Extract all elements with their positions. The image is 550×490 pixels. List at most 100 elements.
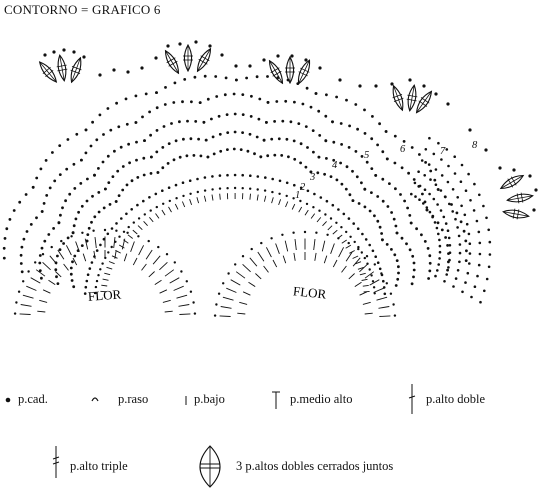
chain-stitch <box>425 208 429 212</box>
chain-stitch <box>373 214 376 218</box>
chain-stitch <box>68 192 72 196</box>
chain-stitch <box>347 217 351 220</box>
chain-stitch <box>436 221 440 225</box>
chain-stitch <box>233 173 237 177</box>
chain-stitch <box>214 75 218 78</box>
chain-stitch <box>127 142 130 146</box>
legend-slip-stitch-label: p.raso <box>118 392 149 406</box>
chain-stitch <box>498 166 502 170</box>
chain-stitch <box>262 138 266 142</box>
chain-stitch <box>224 76 228 80</box>
chain-stitch <box>452 285 455 288</box>
stitch-mark <box>338 247 345 258</box>
chain-stitch <box>403 199 406 203</box>
cluster-stitch <box>268 59 284 85</box>
chain-stitch <box>370 167 374 171</box>
cluster-stitch <box>506 192 534 204</box>
chain-stitch <box>324 213 327 216</box>
chain-stitch <box>456 226 459 229</box>
chain-stitch <box>293 157 297 161</box>
chain-stitch <box>335 95 338 99</box>
stitch-mark <box>148 271 155 278</box>
chain-stitch <box>194 40 198 44</box>
chain-stitch <box>318 134 322 137</box>
chain-stitch <box>485 277 489 281</box>
chain-stitch <box>407 171 410 175</box>
chain-stitch <box>94 285 98 289</box>
chain-stitch <box>385 282 388 285</box>
stitch-mark <box>176 294 188 299</box>
chain-stitch <box>438 244 442 248</box>
chain-stitch <box>143 213 146 216</box>
chain-stitch <box>466 271 470 275</box>
chain-stitch <box>418 198 421 201</box>
stitch-mark <box>121 238 126 250</box>
chain-stitch <box>348 124 351 128</box>
stitch-mark <box>249 257 258 267</box>
chain-stitch <box>186 119 189 123</box>
chain-stitch <box>143 139 146 143</box>
chain-stitch <box>439 209 443 212</box>
stitch-mark <box>348 273 355 280</box>
chain-stitch <box>464 189 468 192</box>
chain-stitch <box>211 188 214 191</box>
chain-stitch <box>381 199 385 203</box>
stitch-mark <box>26 285 37 291</box>
chain-stitch <box>354 103 358 106</box>
chain-stitch <box>220 53 224 57</box>
chain-stitch <box>478 252 482 256</box>
chain-stitch <box>446 180 450 184</box>
stitch-mark <box>42 261 51 271</box>
cluster-stitch <box>406 84 418 112</box>
chain-stitch <box>180 270 183 273</box>
chain-stitch <box>357 202 361 205</box>
chain-stitch <box>436 188 440 191</box>
stitch-mark <box>106 266 113 270</box>
chain-stitch <box>241 173 244 177</box>
chain-stitch <box>126 231 129 234</box>
cluster-stitch <box>164 49 180 75</box>
chain-stitch <box>18 200 22 204</box>
chain-stitch <box>141 115 144 119</box>
chain-stitch <box>335 178 339 182</box>
chain-stitch <box>442 215 446 219</box>
chain-stitch <box>389 292 393 295</box>
chain-stitch <box>465 249 468 253</box>
chain-stitch <box>325 157 328 160</box>
chain-stitch <box>357 247 360 251</box>
stitch-mark <box>294 239 297 251</box>
chain-stitch <box>292 139 296 143</box>
chain-stitch <box>39 167 43 171</box>
chain-stitch <box>453 155 457 158</box>
chain-stitch <box>155 205 158 209</box>
stitch-mark <box>321 240 326 252</box>
stitch-mark <box>257 251 265 262</box>
chain-stitch <box>150 155 153 159</box>
chain-stitch <box>182 137 185 141</box>
chain-stitch <box>428 136 431 140</box>
chain-stitch <box>219 149 223 153</box>
stitch-mark <box>379 315 391 317</box>
stitch-mark <box>282 255 287 264</box>
stitch-mark <box>345 244 352 249</box>
chain-stitch <box>293 100 296 104</box>
chain-stitch <box>106 232 110 236</box>
chain-stitch <box>249 187 252 190</box>
chain-stitch <box>206 155 210 159</box>
legend-symbols <box>5 384 416 488</box>
chain-stitch <box>414 195 417 198</box>
chain-stitch <box>319 196 323 199</box>
chain-stitch <box>448 258 451 262</box>
cluster-stitch <box>392 84 404 112</box>
chain-stitch <box>34 261 37 264</box>
chain-stitch <box>396 277 400 281</box>
stitch-mark <box>256 194 259 201</box>
chain-stitch <box>378 267 382 271</box>
stitch-mark <box>118 244 125 249</box>
chain-stitch <box>55 275 58 279</box>
chain-stitch <box>412 268 416 272</box>
chain-stitch <box>161 166 165 170</box>
chain-stitch <box>421 192 424 196</box>
chain-stitch <box>488 253 492 256</box>
